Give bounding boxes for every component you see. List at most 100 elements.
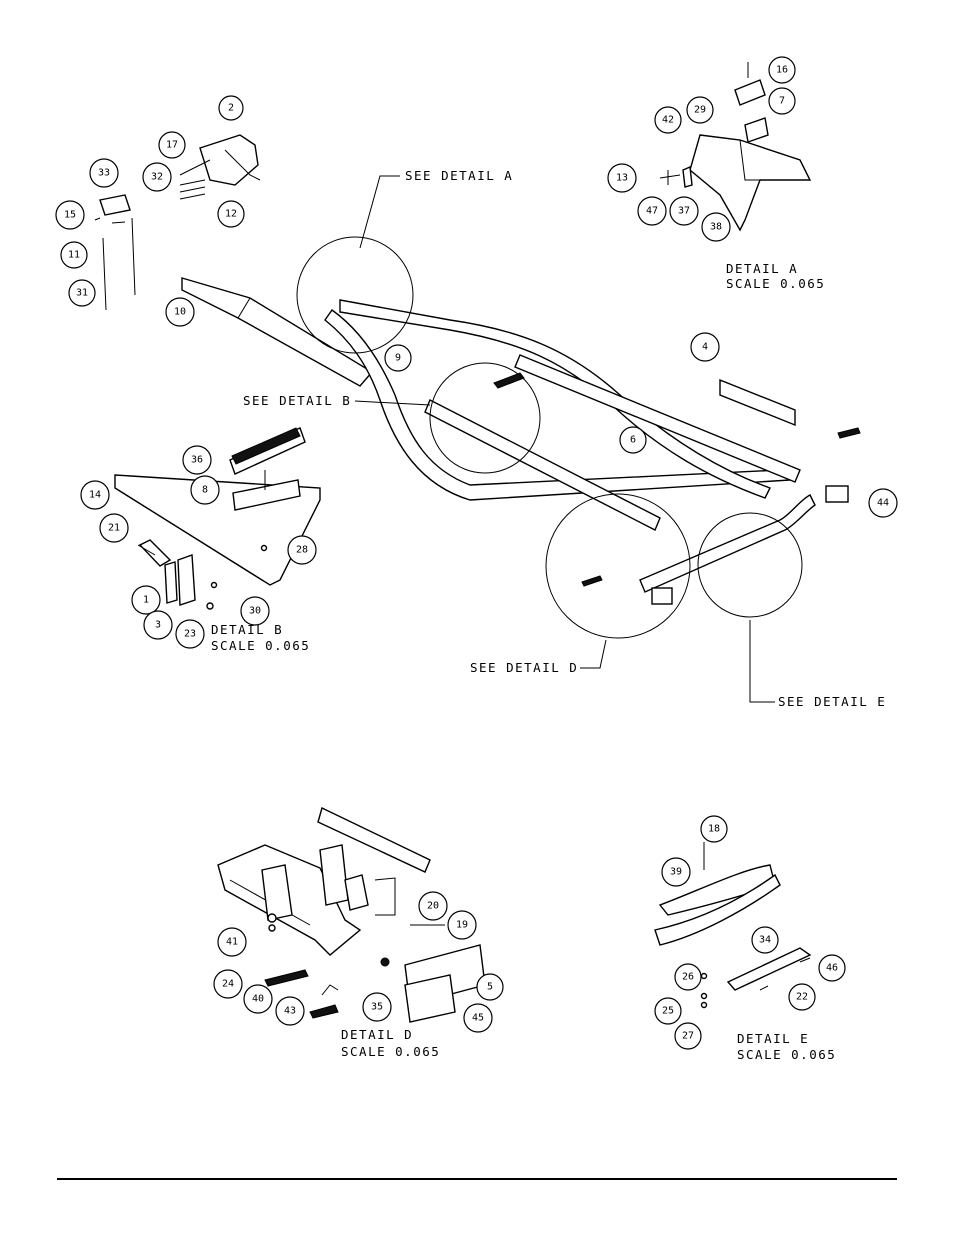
callout-number: 43 xyxy=(284,1006,296,1017)
callout-circle xyxy=(131,585,161,615)
detail-e-title: DETAIL E xyxy=(737,1031,809,1046)
callout-42: 42 xyxy=(654,106,682,134)
callout-circle xyxy=(654,997,682,1025)
detail-a-drawing xyxy=(659,62,812,232)
callout-number: 14 xyxy=(89,490,101,501)
callout-11: 11 xyxy=(60,241,88,269)
callout-34: 34 xyxy=(751,926,779,954)
callout-number: 2 xyxy=(228,103,234,114)
callout-7: 7 xyxy=(768,87,796,115)
detail-d-title: DETAIL D xyxy=(341,1027,413,1042)
callout-30: 30 xyxy=(240,596,270,626)
callout-15: 15 xyxy=(55,200,85,230)
callout-number: 39 xyxy=(670,867,682,878)
callout-23: 23 xyxy=(175,619,205,649)
callout-number: 45 xyxy=(472,1013,484,1024)
callout-32: 32 xyxy=(142,162,172,192)
callout-circle xyxy=(175,619,205,649)
callout-number: 19 xyxy=(456,920,468,931)
callout-number: 40 xyxy=(252,994,264,1005)
callout-circle xyxy=(690,332,720,362)
callout-28: 28 xyxy=(287,535,317,565)
callout-number: 20 xyxy=(427,901,439,912)
leader-detail-b xyxy=(354,400,431,406)
frame-cross-member xyxy=(424,399,661,531)
callout-circle xyxy=(661,857,691,887)
callout-circle xyxy=(674,963,702,991)
callout-circle xyxy=(217,927,247,957)
callout-number: 1 xyxy=(143,595,149,606)
callout-number: 18 xyxy=(708,824,720,835)
callout-circle xyxy=(217,200,245,228)
callout-circle xyxy=(476,973,504,1001)
callout-circle xyxy=(619,426,647,454)
callout-circle xyxy=(60,241,88,269)
callout-number: 10 xyxy=(174,307,186,318)
callout-24: 24 xyxy=(213,969,243,999)
callout-circle xyxy=(165,297,195,327)
callout-35: 35 xyxy=(362,992,392,1022)
winch-assembly xyxy=(94,134,261,311)
callout-number: 13 xyxy=(616,173,628,184)
callout-18: 18 xyxy=(700,815,728,843)
detail-e-scale: SCALE 0.065 xyxy=(737,1047,836,1062)
callout-circle xyxy=(243,984,273,1014)
callout-31: 31 xyxy=(68,279,96,307)
callout-circle xyxy=(275,996,305,1026)
detail-b-title: DETAIL B xyxy=(211,622,283,637)
detail-d-scale: SCALE 0.065 xyxy=(341,1044,440,1059)
frame-bunk-4 xyxy=(514,354,801,483)
callout-10: 10 xyxy=(165,297,195,327)
callout-circle xyxy=(669,196,699,226)
part-44-block xyxy=(825,485,849,503)
callout-number: 46 xyxy=(826,963,838,974)
see-detail-d-label: SEE DETAIL D xyxy=(470,660,578,675)
callout-number: 47 xyxy=(646,206,658,217)
callout-number: 24 xyxy=(222,979,234,990)
callout-number: 37 xyxy=(678,206,690,217)
bunk-pad-b xyxy=(493,372,525,389)
callout-44: 44 xyxy=(868,488,898,518)
callout-circle xyxy=(158,131,186,159)
callout-number: 9 xyxy=(395,353,401,364)
callout-number: 4 xyxy=(702,342,708,353)
callout-number: 7 xyxy=(779,96,785,107)
detail-b-drawing xyxy=(114,427,321,610)
bunk-pad xyxy=(837,427,861,439)
leader-detail-d xyxy=(580,639,607,669)
callout-21: 21 xyxy=(99,513,129,543)
detail-e-drawing xyxy=(654,842,812,1009)
callout-circle xyxy=(637,196,667,226)
callout-5: 5 xyxy=(476,973,504,1001)
callout-number: 22 xyxy=(796,992,808,1003)
callout-number: 44 xyxy=(877,498,889,509)
callout-number: 8 xyxy=(202,485,208,496)
callout-number: 34 xyxy=(759,935,771,946)
callout-26: 26 xyxy=(674,963,702,991)
callout-number: 35 xyxy=(371,1002,383,1013)
callout-47: 47 xyxy=(637,196,667,226)
callout-6: 6 xyxy=(619,426,647,454)
callout-46: 46 xyxy=(818,954,846,982)
detail-d-drawing xyxy=(217,807,486,1023)
callout-number: 28 xyxy=(296,545,308,556)
callout-circle xyxy=(99,513,129,543)
callout-number: 41 xyxy=(226,937,238,948)
see-detail-b-label: SEE DETAIL B xyxy=(243,393,351,408)
callout-circle xyxy=(190,475,220,505)
callout-number: 17 xyxy=(166,140,178,151)
frame-axle xyxy=(639,494,816,593)
callout-circle xyxy=(182,445,212,475)
callout-number: 32 xyxy=(151,172,163,183)
callout-circle xyxy=(240,596,270,626)
callout-number: 33 xyxy=(98,168,110,179)
callout-number: 27 xyxy=(682,1031,694,1042)
callout-4: 4 xyxy=(690,332,720,362)
callout-number: 3 xyxy=(155,620,161,631)
callout-20: 20 xyxy=(418,891,448,921)
callout-25: 25 xyxy=(654,997,682,1025)
callout-3: 3 xyxy=(143,610,173,640)
callout-circle xyxy=(68,279,96,307)
callout-circle xyxy=(143,610,173,640)
callout-circle xyxy=(362,992,392,1022)
